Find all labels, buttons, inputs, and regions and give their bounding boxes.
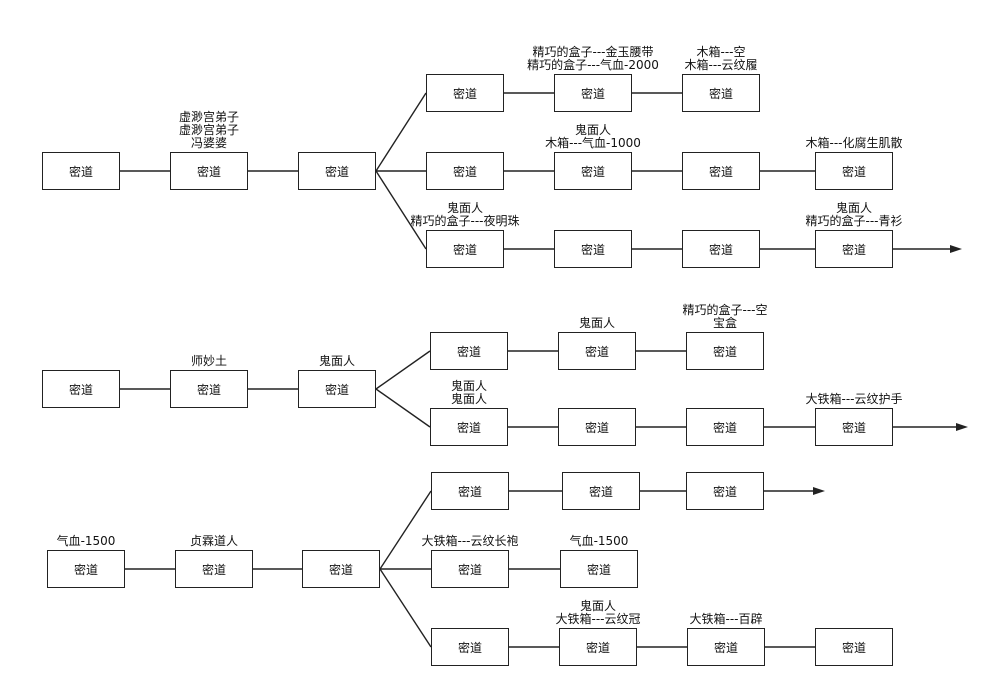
passage-node: 密道: [682, 230, 760, 268]
passage-node: 密道: [687, 628, 765, 666]
passage-node: 密道: [298, 152, 376, 190]
annotation-line: 精巧的盒子---金玉腰带: [532, 45, 654, 59]
connector-line: [375, 350, 431, 390]
passage-node: 密道: [554, 74, 632, 112]
passage-node: 密道: [302, 550, 380, 588]
passage-node: 密道: [682, 152, 760, 190]
annotation-line: 鬼面人: [446, 201, 483, 215]
annotation-line: 精巧的盒子---气血-2000: [527, 58, 659, 72]
passage-node: 密道: [426, 230, 504, 268]
annotation-line: 宝盒: [712, 316, 737, 330]
arrow-head: [956, 423, 968, 431]
annotation-line: 大铁箱---云纹长袍: [421, 534, 519, 548]
node-annotation: 木箱---空木箱---云纹履: [685, 46, 758, 72]
passage-node: 密道: [431, 472, 509, 510]
annotation-line: 虚渺宫弟子: [178, 123, 240, 137]
node-annotation: 师妙土: [191, 355, 227, 368]
connector-line: [375, 170, 427, 250]
passage-node: 密道: [431, 550, 509, 588]
passage-node: 密道: [175, 550, 253, 588]
annotation-line: 精巧的盒子---夜明珠: [410, 214, 520, 228]
node-annotation: 大铁箱---百辟: [690, 613, 763, 626]
passage-node: 密道: [815, 408, 893, 446]
annotation-line: 鬼面人: [835, 201, 872, 215]
passage-node: 密道: [426, 74, 504, 112]
node-annotation: 鬼面人: [579, 317, 615, 330]
connector-line: [375, 92, 427, 172]
annotation-line: 大铁箱---云纹护手: [805, 392, 903, 406]
passage-node: 密道: [42, 370, 120, 408]
annotation-line: 木箱---气血-1000: [545, 136, 641, 150]
node-annotation: 木箱---化腐生肌散: [806, 137, 903, 150]
passage-node: 密道: [562, 472, 640, 510]
arrow-head: [813, 487, 825, 495]
annotation-line: 鬼面人: [450, 379, 488, 393]
passage-node: 密道: [686, 332, 764, 370]
annotation-line: 鬼面人: [578, 316, 616, 330]
annotation-line: 大铁箱---云纹冠: [555, 612, 641, 626]
passage-node: 密道: [558, 408, 636, 446]
arrow-head: [950, 245, 962, 253]
passage-node: 密道: [686, 408, 764, 446]
connector-line: [379, 568, 432, 648]
passage-node: 密道: [426, 152, 504, 190]
passage-node: 密道: [558, 332, 636, 370]
passage-node: 密道: [298, 370, 376, 408]
annotation-line: 精巧的盒子---空: [682, 303, 768, 317]
passage-node: 密道: [815, 230, 893, 268]
annotation-line: 鬼面人: [318, 354, 356, 368]
node-annotation: 鬼面人精巧的盒子---夜明珠: [411, 202, 520, 228]
passage-node: 密道: [170, 152, 248, 190]
passage-node: 密道: [682, 74, 760, 112]
passage-node: 密道: [554, 152, 632, 190]
passage-node: 密道: [554, 230, 632, 268]
passage-node: 密道: [170, 370, 248, 408]
connector-line: [379, 490, 432, 570]
annotation-line: 贞霖道人: [189, 534, 239, 548]
connector-line: [375, 388, 431, 428]
annotation-line: 大铁箱---百辟: [689, 612, 763, 626]
node-annotation: 大铁箱---云纹长袍: [422, 535, 519, 548]
node-annotation: 气血-1500: [570, 535, 629, 548]
node-annotation: 虚渺宫弟子虚渺宫弟子冯婆婆: [179, 111, 239, 150]
passage-node: 密道: [431, 628, 509, 666]
annotation-line: 鬼面人: [579, 599, 616, 613]
passage-node: 密道: [686, 472, 764, 510]
passage-node: 密道: [815, 152, 893, 190]
annotation-line: 鬼面人: [450, 392, 488, 406]
annotation-line: 木箱---空: [696, 45, 746, 59]
node-annotation: 鬼面人鬼面人: [451, 380, 487, 406]
annotation-line: 木箱---化腐生肌散: [805, 136, 903, 150]
annotation-line: 虚渺宫弟子: [178, 110, 240, 124]
annotation-line: 师妙土: [190, 354, 228, 368]
passage-node: 密道: [815, 628, 893, 666]
node-annotation: 贞霖道人: [190, 535, 238, 548]
passage-node: 密道: [47, 550, 125, 588]
node-annotation: 鬼面人木箱---气血-1000: [545, 124, 641, 150]
passage-node: 密道: [430, 332, 508, 370]
node-annotation: 精巧的盒子---空宝盒: [683, 304, 768, 330]
annotation-line: 精巧的盒子---青衫: [805, 214, 903, 228]
node-annotation: 精巧的盒子---金玉腰带精巧的盒子---气血-2000: [527, 46, 659, 72]
passage-node: 密道: [42, 152, 120, 190]
annotation-line: 气血-1500: [569, 534, 629, 548]
node-annotation: 大铁箱---云纹护手: [806, 393, 903, 406]
passage-node: 密道: [559, 628, 637, 666]
node-annotation: 鬼面人大铁箱---云纹冠: [556, 600, 641, 626]
node-annotation: 鬼面人精巧的盒子---青衫: [806, 202, 903, 228]
node-annotation: 鬼面人: [319, 355, 355, 368]
annotation-line: 气血-1500: [56, 534, 116, 548]
annotation-line: 木箱---云纹履: [684, 58, 758, 72]
annotation-line: 冯婆婆: [190, 136, 228, 150]
node-annotation: 气血-1500: [57, 535, 116, 548]
annotation-line: 鬼面人: [574, 123, 611, 137]
passage-node: 密道: [560, 550, 638, 588]
passage-node: 密道: [430, 408, 508, 446]
